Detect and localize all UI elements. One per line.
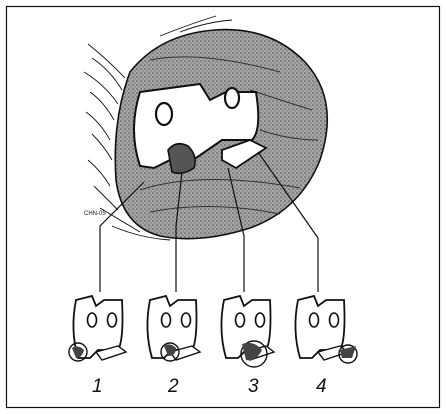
leader-lines — [99, 151, 319, 292]
part-label-3: 3 — [248, 376, 259, 397]
wood-fibers — [83, 15, 233, 241]
cutter-part-1 — [68, 294, 128, 362]
figure-code: CHN-05 — [84, 211, 106, 217]
part-label-2: 2 — [167, 376, 179, 397]
cutter-part-3 — [220, 294, 276, 368]
part-label-1: 1 — [92, 376, 103, 397]
cutter-part-4 — [294, 294, 358, 364]
frame-border — [5, 5, 441, 409]
cutter-tooth-large — [133, 82, 268, 175]
cutter-part-2 — [146, 294, 202, 362]
wood-grain — [139, 56, 319, 215]
part-label-4: 4 — [316, 376, 327, 397]
